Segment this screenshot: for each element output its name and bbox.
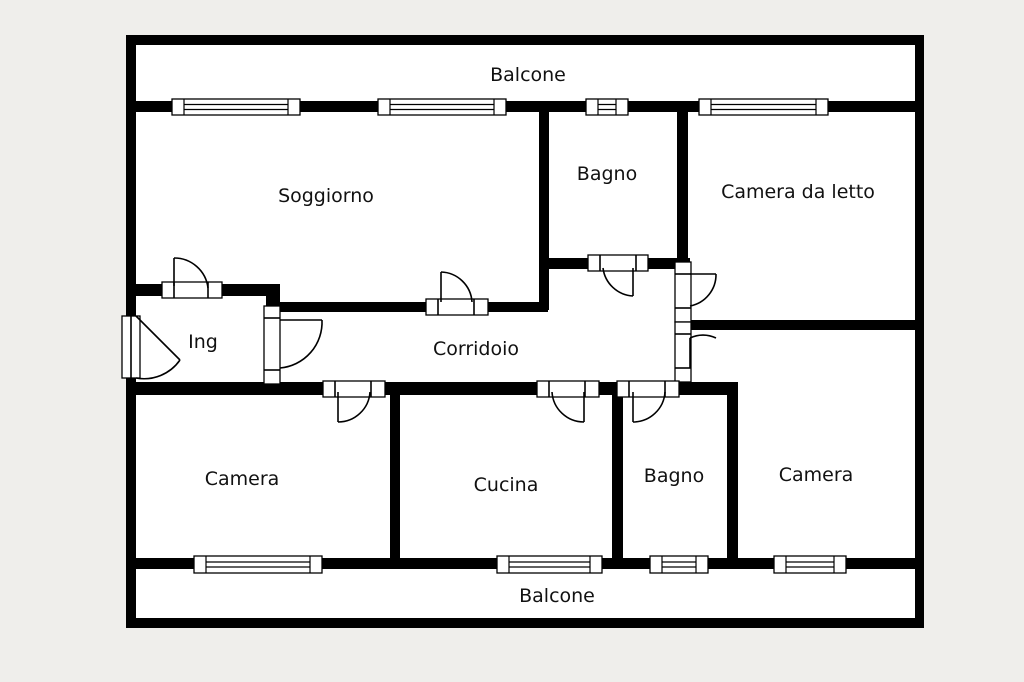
label-ing: Ing: [188, 331, 218, 353]
window-camera-right: [773, 555, 847, 574]
window-bagno-bottom: [649, 555, 709, 574]
door-bagno-top: [587, 254, 649, 297]
wall-bagno-camera-bottom: [727, 384, 738, 564]
label-camera-right: Camera: [779, 464, 854, 486]
door-bagno-bottom: [616, 380, 680, 423]
window-cucina: [496, 555, 603, 574]
door-ing-soggiorno: [161, 257, 223, 299]
window-soggiorno-1: [171, 98, 301, 116]
wall-cucina-bagno: [612, 388, 623, 564]
wall-bagno-camera: [677, 110, 688, 268]
label-balcone-top: Balcone: [490, 64, 566, 86]
outer-wall-right: [915, 35, 924, 628]
door-camera-letto: [674, 261, 717, 323]
label-soggiorno: Soggiorno: [278, 185, 374, 207]
wall-camera-cucina: [390, 388, 400, 564]
window-camera-letto: [698, 98, 829, 116]
door-cucina: [536, 380, 600, 423]
window-bagno-top: [585, 98, 629, 116]
floor-area: [126, 36, 923, 627]
label-bagno-bottom: Bagno: [644, 465, 704, 487]
wall-soggiorno-bagno: [539, 110, 549, 310]
door-ing-corridoio: [263, 305, 323, 385]
label-corridoio: Corridoio: [433, 338, 519, 360]
label-camera-da-letto: Camera da letto: [721, 181, 875, 203]
window-camera-left: [193, 555, 323, 574]
wall-balcony-top: [126, 101, 923, 112]
label-balcone-bottom: Balcone: [519, 585, 595, 607]
label-bagno-top: Bagno: [577, 163, 637, 185]
door-camera-left: [322, 380, 386, 423]
door-soggiorno-corridoio: [425, 271, 489, 316]
wall-camera-letto-bottom: [686, 320, 918, 330]
outer-wall-top: [126, 35, 923, 45]
wall-soggiorno-bottom: [270, 302, 548, 312]
label-camera-left: Camera: [205, 468, 280, 490]
label-cucina: Cucina: [474, 474, 539, 496]
outer-wall-bottom: [126, 618, 923, 628]
door-camera-right: [674, 321, 717, 383]
door-entrance: [121, 315, 181, 380]
window-soggiorno-2: [377, 98, 507, 116]
